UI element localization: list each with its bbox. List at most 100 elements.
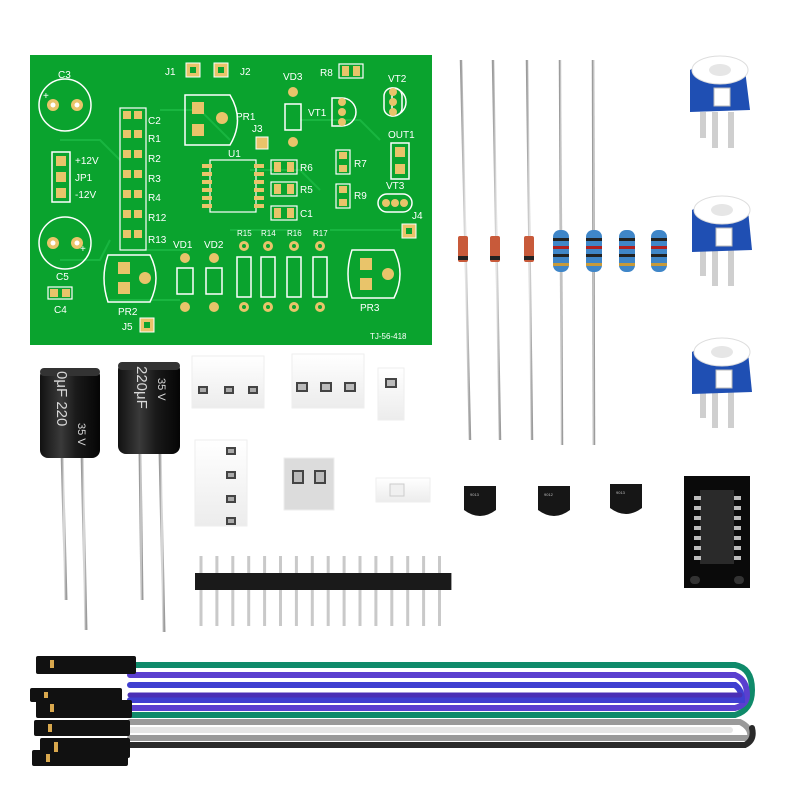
j1-j2-pads: J1 J2 bbox=[165, 62, 251, 78]
header-pin bbox=[310, 590, 314, 626]
out1-footprint: OUT1 bbox=[388, 130, 415, 180]
header-pin bbox=[231, 556, 235, 574]
resistor bbox=[553, 59, 569, 446]
r1-label: R1 bbox=[148, 134, 161, 145]
r6-r5-c1-footprints: R6 R5 C1 bbox=[270, 159, 313, 221]
trimmer-pot bbox=[692, 195, 752, 286]
r14-label: R14 bbox=[261, 229, 276, 238]
header-body bbox=[195, 573, 452, 590]
header-pin bbox=[231, 590, 235, 626]
ic-pin bbox=[734, 496, 741, 500]
pin-header bbox=[195, 556, 452, 626]
c4-footprint: C4 bbox=[47, 286, 73, 316]
pcb-board: + C3 +12V JP1 -12V + C5 C4 bbox=[30, 55, 432, 345]
header-pin bbox=[310, 556, 314, 574]
vt2-footprint: VT2 bbox=[383, 74, 407, 117]
r7-r9-footprints: R7 R9 bbox=[335, 149, 367, 209]
vt3-label: VT3 bbox=[386, 181, 405, 192]
plus12-label: +12V bbox=[75, 156, 99, 167]
vt1-label: VT1 bbox=[308, 108, 327, 119]
pr3-label: PR3 bbox=[360, 303, 380, 314]
header-pin bbox=[358, 590, 362, 626]
ic-pin bbox=[734, 536, 741, 540]
header-pin bbox=[199, 590, 203, 626]
trimmer-pot bbox=[692, 337, 752, 428]
r3-label: R3 bbox=[148, 174, 161, 185]
header-pin bbox=[374, 590, 378, 626]
r2-label: R2 bbox=[148, 154, 161, 165]
resistor bbox=[586, 59, 602, 446]
c2-label: C2 bbox=[148, 116, 161, 127]
ic-pin bbox=[694, 526, 701, 530]
r14-r17-footprints: R15 R14 R16 R17 bbox=[236, 229, 328, 312]
ic-pin bbox=[694, 516, 701, 520]
trimmer-potentiometers bbox=[690, 55, 752, 428]
vt2-label: VT2 bbox=[388, 74, 407, 85]
c3-label: C3 bbox=[58, 70, 71, 81]
ic-pin bbox=[734, 516, 741, 520]
vt1-footprint: VT1 bbox=[308, 97, 357, 127]
j3-label: J3 bbox=[252, 124, 263, 135]
resistors bbox=[553, 59, 667, 446]
smd-tape bbox=[375, 477, 431, 503]
ic-pin bbox=[734, 546, 741, 550]
r16-label: R16 bbox=[287, 229, 302, 238]
header-pin bbox=[247, 590, 251, 626]
smd-tape bbox=[291, 353, 365, 409]
header-pin bbox=[390, 590, 394, 626]
svg-text:9012: 9012 bbox=[544, 492, 554, 497]
header-pin bbox=[199, 556, 203, 574]
svg-text:9013: 9013 bbox=[470, 492, 480, 497]
r5-label: R5 bbox=[300, 185, 313, 196]
vt3-footprint: VT3 J4 bbox=[377, 181, 423, 239]
dupont-jumper-wires bbox=[30, 656, 756, 766]
svg-text:9013: 9013 bbox=[616, 490, 626, 495]
header-pin bbox=[263, 590, 267, 626]
ic-pin bbox=[694, 546, 701, 550]
ic-pin bbox=[694, 496, 701, 500]
j5-label: J5 bbox=[122, 322, 133, 333]
ic-pin bbox=[694, 536, 701, 540]
c5-footprint: + C5 bbox=[38, 216, 92, 283]
header-pin bbox=[358, 556, 362, 574]
minus12-label: -12V bbox=[75, 190, 96, 201]
header-pin bbox=[390, 556, 394, 574]
c4-label: C4 bbox=[54, 305, 67, 316]
r8-footprint: R8 bbox=[320, 63, 364, 79]
vd3-footprint: VD3 bbox=[283, 72, 303, 147]
header-pin bbox=[215, 556, 219, 574]
header-pin bbox=[279, 590, 282, 626]
r9-label: R9 bbox=[354, 191, 367, 202]
header-pin bbox=[406, 590, 410, 626]
u1-footprint: U1 bbox=[202, 149, 264, 213]
header-pin bbox=[438, 556, 441, 574]
header-pin bbox=[422, 556, 426, 574]
header-pin bbox=[294, 590, 298, 626]
header-pin bbox=[294, 556, 298, 574]
diodes bbox=[458, 59, 534, 441]
soic-ic-tape bbox=[684, 476, 750, 588]
smd-resistor-column: C2 R1 R2 R3 R4 R12 R13 bbox=[119, 107, 167, 251]
r4-label: R4 bbox=[148, 193, 161, 204]
transistor: 9013 bbox=[610, 484, 642, 606]
out1-label: OUT1 bbox=[388, 130, 415, 141]
jp1-label: JP1 bbox=[75, 173, 93, 184]
smd-tape bbox=[191, 355, 265, 409]
vd1-label: VD1 bbox=[173, 240, 193, 251]
r7-label: R7 bbox=[354, 159, 367, 170]
svg-text:+: + bbox=[80, 244, 86, 255]
svg-text:+: + bbox=[43, 91, 49, 102]
header-pin bbox=[406, 556, 410, 574]
ic-pin bbox=[734, 506, 741, 510]
smd-tape-strips bbox=[191, 353, 431, 527]
r17-label: R17 bbox=[313, 229, 328, 238]
vd3-label: VD3 bbox=[283, 72, 303, 83]
transistor: 9012 bbox=[538, 486, 570, 608]
header-pin bbox=[279, 556, 282, 574]
ic-pin bbox=[694, 556, 701, 560]
r8-label: R8 bbox=[320, 68, 333, 79]
electrolytic-capacitors: 0μF 220 35 V 220μF 35 V bbox=[40, 362, 180, 633]
capacitor-right-value: 220μF bbox=[133, 366, 150, 409]
c5-label: C5 bbox=[56, 272, 69, 283]
